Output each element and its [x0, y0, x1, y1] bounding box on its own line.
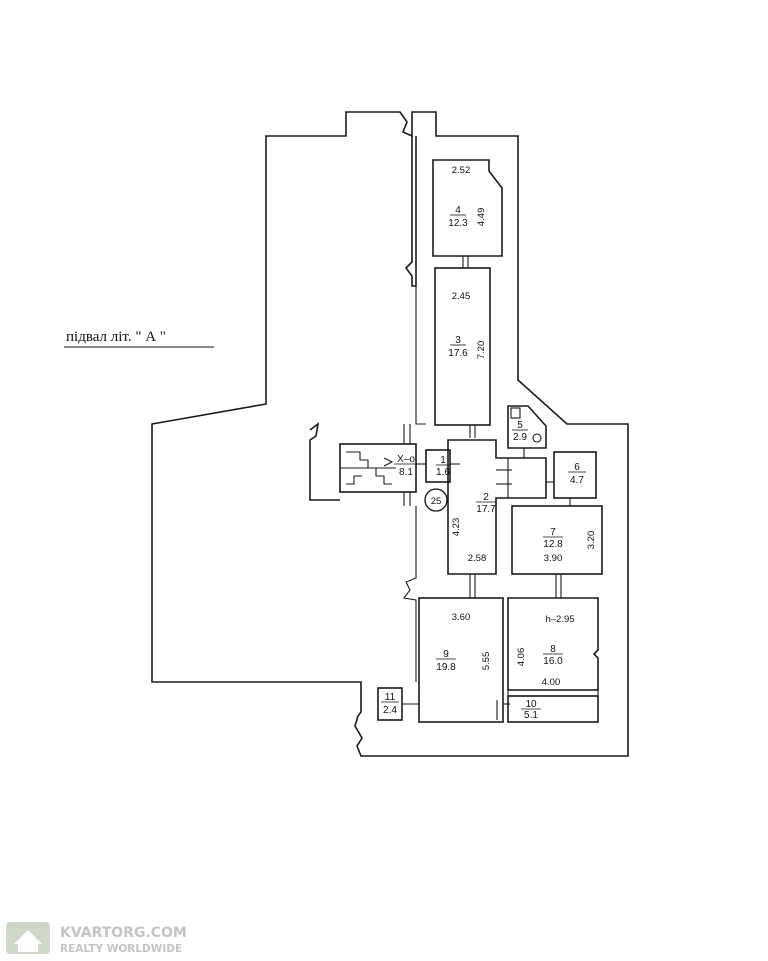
- dim-room8-width: 4.00: [542, 677, 561, 688]
- room-3: [434, 267, 491, 438]
- circle-marker-label: 25: [431, 496, 442, 507]
- dim-room7-width: 3.90: [544, 553, 563, 564]
- dim-room7-height: 3.20: [586, 531, 597, 550]
- room-1-area: 1.6: [436, 467, 450, 478]
- room-3-area: 17.6: [448, 348, 468, 359]
- room-4-area: 12.3: [448, 218, 468, 229]
- room-3-number: 3: [455, 335, 461, 346]
- room-labels: 4 12.3 3 17.6 5 2.9 1 1.6 2 17.7 X–o 8.1…: [381, 205, 586, 721]
- outer-walls: [151, 111, 629, 757]
- room-5-area: 2.9: [513, 432, 527, 443]
- watermark-brand: KVARTORG.COM: [60, 925, 187, 941]
- room-5-number: 5: [517, 420, 523, 431]
- room-9: [418, 597, 510, 723]
- room-6-area: 4.7: [570, 475, 584, 486]
- room-11-area: 2.4: [383, 705, 397, 716]
- room-7: [511, 505, 603, 598]
- dimension-labels: 2.52 4.49 2.45 7.20 4.23 2.58 3.20 3.90 …: [451, 165, 597, 688]
- room-7-number: 7: [550, 527, 556, 538]
- room-10-number: 10: [525, 699, 537, 710]
- stair-area: 8.1: [399, 467, 413, 478]
- room-11-number: 11: [385, 692, 396, 703]
- room-1-number: 1: [440, 455, 446, 466]
- room-10-area: 5.1: [524, 710, 538, 721]
- ceiling-height: h–2.95: [545, 614, 574, 625]
- room-2: [447, 439, 547, 598]
- room-9-number: 9: [443, 649, 449, 660]
- room-7-area: 12.8: [543, 539, 563, 550]
- dim-room3-width: 2.45: [452, 291, 471, 302]
- watermark-logo: KVARTORG.COM REALTY WORLDWIDE: [6, 922, 187, 955]
- room-9-area: 19.8: [436, 662, 456, 673]
- room-11: [377, 687, 419, 721]
- room-4: [432, 159, 503, 268]
- plan-caption-text: підвал літ. " А ": [66, 329, 166, 345]
- dim-room4-width: 2.52: [452, 165, 471, 176]
- dim-room3-height: 7.20: [476, 341, 487, 360]
- room-8-area: 16.0: [543, 656, 563, 667]
- circle-marker: 25: [424, 488, 448, 512]
- dim-room9-width: 3.60: [452, 612, 471, 623]
- staircase: [309, 422, 417, 506]
- room-8-number: 8: [550, 644, 556, 655]
- room-6: [546, 451, 597, 506]
- watermark-tagline: REALTY WORLDWIDE: [60, 943, 182, 955]
- room-5: [507, 405, 547, 458]
- room-4-number: 4: [455, 205, 461, 216]
- room-2-number: 2: [483, 492, 489, 503]
- inner-walls: [403, 506, 417, 682]
- dim-room2-width: 2.58: [468, 553, 487, 564]
- room-6-number: 6: [574, 462, 580, 473]
- dim-room8-height: 4.06: [516, 648, 527, 667]
- stair-label: X–o: [397, 454, 415, 465]
- plan-caption: підвал літ. " А ": [64, 329, 214, 348]
- dim-room9-height: 5.55: [481, 652, 492, 671]
- dim-room4-height: 4.49: [476, 208, 487, 227]
- room-10: [507, 695, 599, 723]
- dim-room2-height: 4.23: [451, 518, 462, 537]
- room-2-area: 17.7: [476, 504, 496, 515]
